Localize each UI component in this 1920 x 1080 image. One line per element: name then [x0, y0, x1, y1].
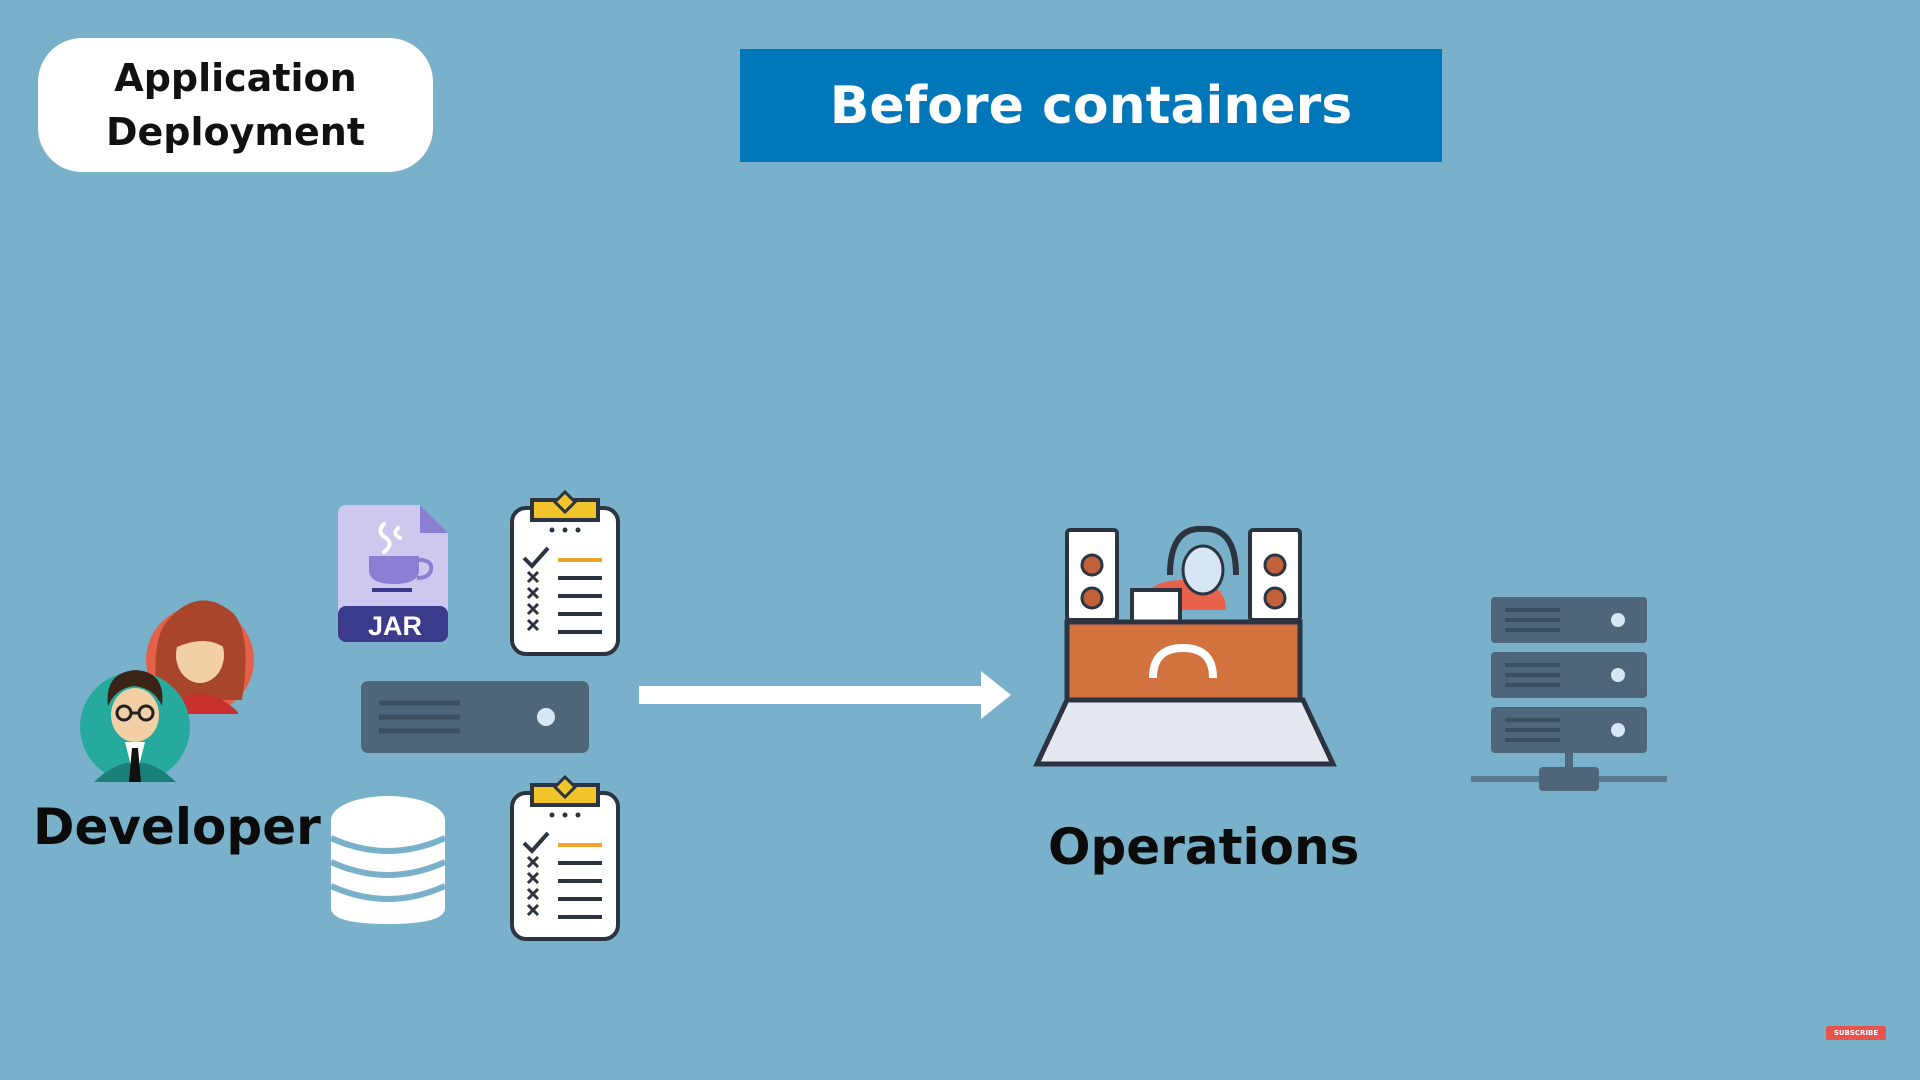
subscribe-watermark-text: SUBSCRIBE — [1833, 1029, 1879, 1037]
topic-badge: Application Deployment — [38, 38, 433, 172]
server-icon — [361, 681, 589, 753]
checklist-icon — [510, 774, 620, 941]
slide-title-banner: Before containers — [740, 49, 1442, 162]
checklist-icon — [510, 489, 620, 656]
operations-desk-icon — [1033, 525, 1337, 767]
developer-label: Developer — [33, 798, 321, 856]
server-rack-icon — [1471, 597, 1667, 791]
subscribe-watermark[interactable]: SUBSCRIBE — [1826, 1026, 1886, 1040]
jar-label: JAR — [368, 611, 422, 641]
developer-male-avatar-icon — [80, 670, 190, 782]
handoff-arrow-icon — [639, 671, 1011, 719]
topic-badge-text: Application Deployment — [105, 56, 365, 154]
jar-file-icon — [338, 505, 448, 642]
database-icon — [329, 796, 447, 924]
slide-title: Before containers — [829, 75, 1353, 136]
operations-label: Operations — [1048, 818, 1360, 876]
